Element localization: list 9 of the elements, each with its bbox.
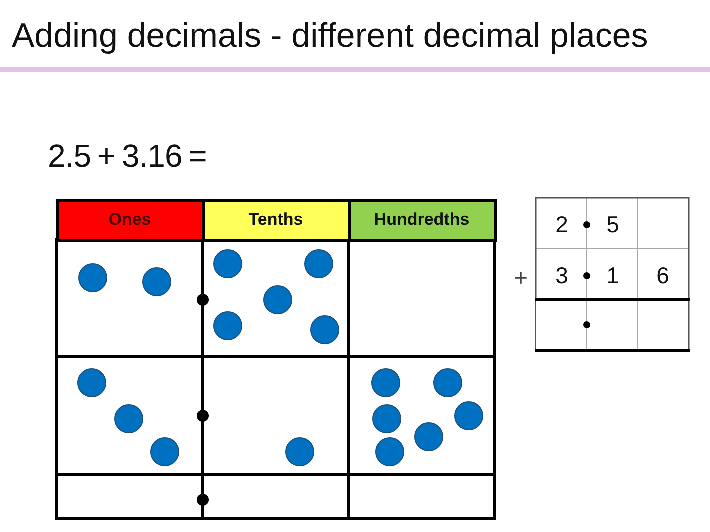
equation: 2.5 + 3.16 = (48, 137, 207, 176)
plus-sign: + (514, 267, 528, 291)
digit: 3 (556, 264, 568, 288)
digit: 2 (556, 214, 568, 236)
title: Adding decimals - different decimal places (12, 16, 648, 56)
column-header: Ones (56, 198, 204, 242)
digit: 6 (656, 264, 670, 288)
digit: 5 (606, 214, 620, 236)
digit: 1 (606, 264, 620, 288)
